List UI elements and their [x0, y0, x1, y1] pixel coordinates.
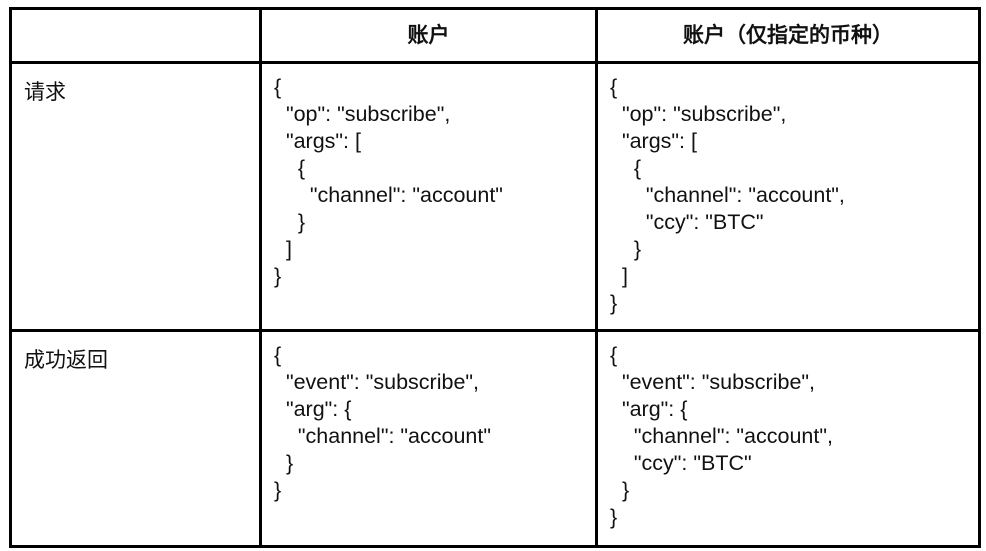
request-account-ccy-code: { "op": "subscribe", "args": [ { "channe…: [610, 75, 845, 315]
response-account-ccy-code: { "event": "subscribe", "arg": { "channe…: [610, 343, 833, 529]
subscription-table: 账户 账户（仅指定的币种） 请求 { "op": "subscribe", "a…: [9, 7, 981, 548]
row-label-success-response: 成功返回: [24, 349, 108, 372]
row-divider: [12, 329, 978, 332]
request-account-code: { "op": "subscribe", "args": [ { "channe…: [274, 75, 503, 288]
header-empty-cell: [12, 10, 259, 61]
column-divider: [595, 10, 598, 545]
row-label-request: 请求: [24, 81, 66, 104]
header-account-ccy: 账户（仅指定的币种）: [683, 24, 893, 47]
response-account-code: { "event": "subscribe", "arg": { "channe…: [274, 343, 491, 502]
header-account: 账户: [407, 24, 450, 47]
row-divider: [12, 61, 978, 64]
column-divider: [259, 10, 262, 545]
